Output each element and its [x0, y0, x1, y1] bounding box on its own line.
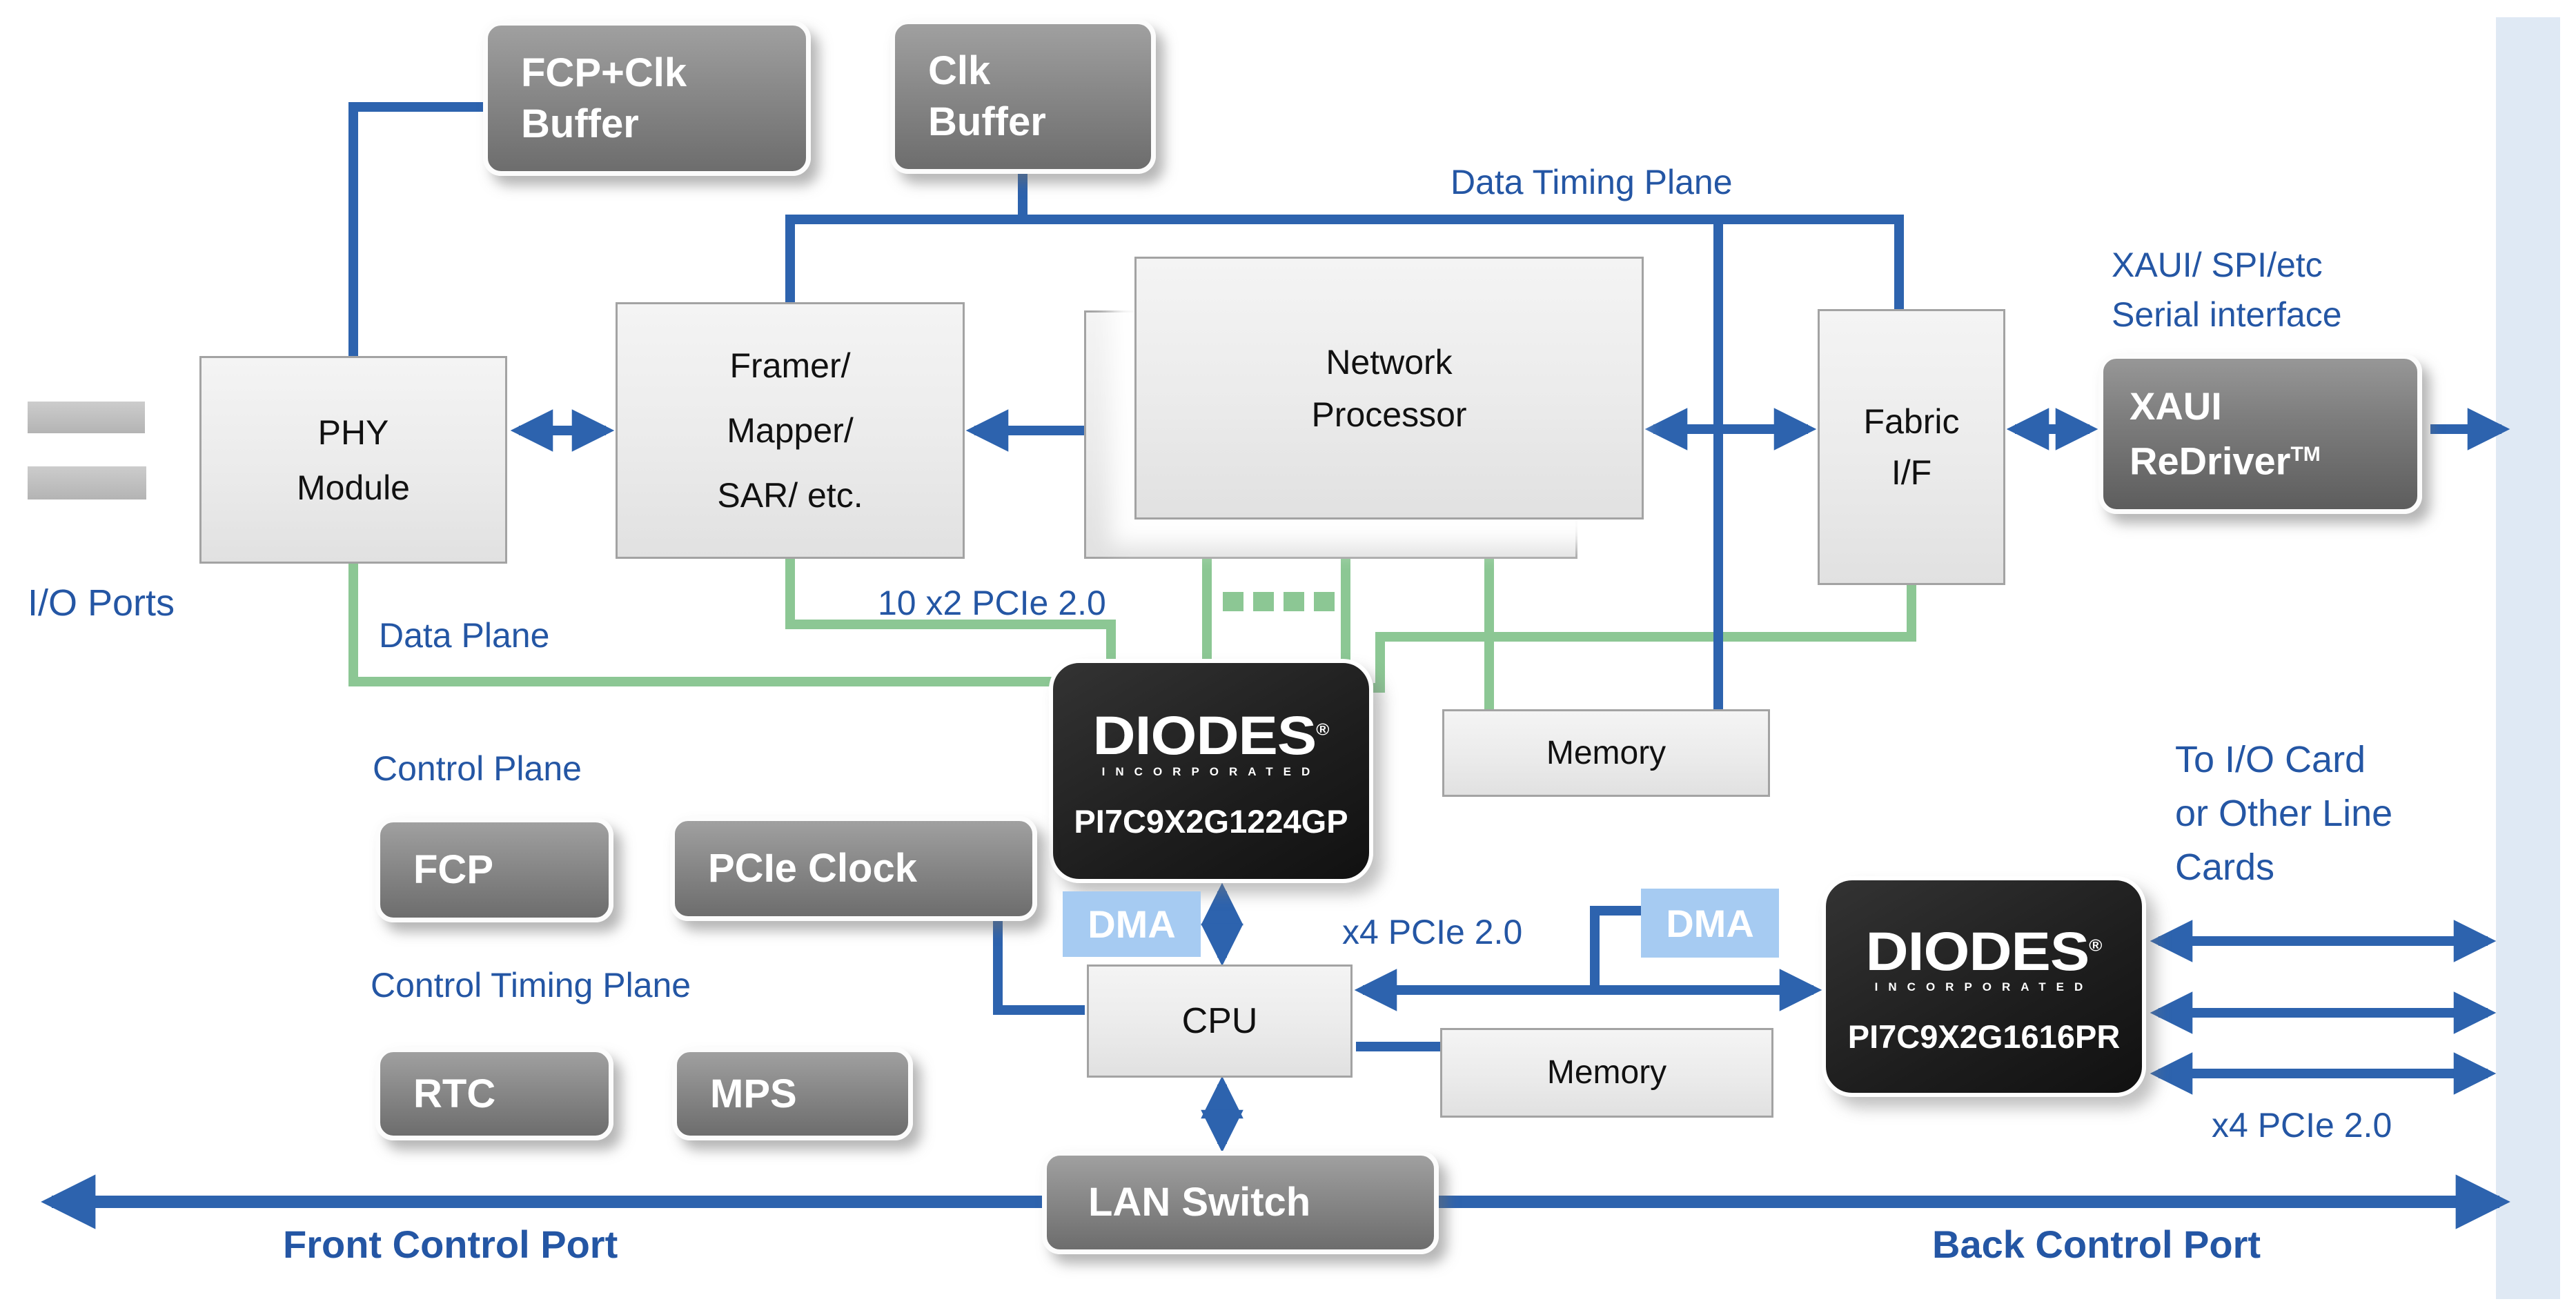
block-pcie-clock: PCIe Clock — [670, 816, 1037, 921]
block-label: FCP+Clk — [521, 50, 687, 95]
label-line: XAUI/ SPI/etc — [2112, 246, 2323, 284]
block-label: DMA — [1088, 902, 1176, 946]
label-serial-interface: XAUI/ SPI/etc Serial interface — [2112, 240, 2342, 339]
block-framer-mapper-sar: Framer/ Mapper/ SAR/ etc. — [616, 302, 965, 559]
label-line: To I/O Card — [2175, 739, 2366, 780]
label-line: Cards — [2175, 847, 2275, 888]
wire-pcieclock-cpu — [993, 920, 1085, 1015]
block-fcp-clk-buffer: FCP+Clk Buffer — [483, 21, 811, 176]
label-front-control-port: Front Control Port — [283, 1223, 618, 1266]
wire-phy-fcpclk — [348, 102, 484, 359]
diodes-logo: DIODES® — [1865, 920, 2103, 982]
block-label: ReDriverTM — [2130, 439, 2321, 483]
block-clk-buffer: Clk Buffer — [890, 19, 1156, 174]
io-port-bar — [28, 466, 146, 499]
wire-phy-dataplane — [348, 561, 1052, 686]
block-label: Memory — [1546, 1054, 1667, 1091]
block-xaui-redriver: XAUI ReDriverTM — [2098, 354, 2422, 514]
block-label: I/F — [1891, 453, 1932, 492]
label-io-ports: I/O Ports — [28, 582, 175, 624]
block-label: CPU — [1181, 1001, 1258, 1041]
block-label: PCIe Clock — [708, 846, 917, 891]
block-label: Fabric — [1863, 402, 1960, 441]
label-data-timing-plane: Data Timing Plane — [1451, 163, 1733, 201]
block-mps: MPS — [672, 1047, 913, 1140]
diodes-logo: DIODES® — [1092, 705, 1330, 766]
block-label: Mapper/ — [727, 411, 854, 450]
label-x4-pcie-mid: x4 PCIe 2.0 — [1342, 913, 1523, 951]
block-label: MPS — [710, 1071, 797, 1116]
block-label: LAN Switch — [1088, 1180, 1311, 1225]
diodes-incorporated-text: INCORPORATED — [1874, 980, 2094, 994]
block-label: Memory — [1546, 734, 1666, 771]
chip-pcie-switch-1: DIODES® INCORPORATED PI7C9X2G1224GP — [1049, 659, 1373, 883]
label-x4-pcie-right: x4 PCIe 2.0 — [2212, 1106, 2392, 1145]
block-label: Processor — [1311, 395, 1467, 434]
block-label: Framer/ — [729, 346, 851, 385]
block-dma-right: DMA — [1641, 889, 1779, 958]
label-data-plane: Data Plane — [379, 616, 550, 655]
label-line: Serial interface — [2112, 295, 2342, 334]
wire-framer-dataplane — [785, 557, 1116, 661]
chip-pcie-switch-2: DIODES® INCORPORATED PI7C9X2G1616PR — [1822, 876, 2146, 1097]
block-label: RTC — [413, 1071, 496, 1116]
trademark-symbol: TM — [2290, 443, 2321, 466]
block-label: Buffer — [521, 101, 639, 146]
wire-dma2-elbow — [1590, 906, 1641, 990]
lane-ellipsis-dashes — [1223, 592, 1335, 611]
block-network-processor: Network Processor — [1134, 257, 1644, 520]
label-control-timing-plane: Control Timing Plane — [371, 966, 691, 1005]
block-dma-left: DMA — [1063, 891, 1201, 957]
io-port-bar — [28, 402, 145, 433]
block-cpu: CPU — [1087, 964, 1353, 1078]
block-lan-switch: LAN Switch — [1042, 1151, 1439, 1254]
block-memory-top: Memory — [1442, 709, 1770, 797]
part-number: PI7C9X2G1224GP — [1074, 802, 1348, 840]
block-label: Buffer — [928, 99, 1046, 144]
part-number: PI7C9X2G1616PR — [1847, 1018, 2121, 1056]
label-10x2-pcie: 10 x2 PCIe 2.0 — [878, 584, 1106, 622]
wire-fabric-switch — [1373, 584, 1916, 693]
registered-mark: ® — [2089, 936, 2103, 955]
block-label: PHY — [317, 413, 389, 452]
block-label: XAUI — [2130, 384, 2222, 428]
block-label: Module — [297, 468, 410, 507]
block-label: Clk — [928, 48, 991, 93]
registered-mark: ® — [1316, 720, 1330, 740]
block-memory-bottom: Memory — [1440, 1028, 1773, 1118]
wire-data-timing-plane — [785, 215, 1904, 312]
backplane-band — [2496, 17, 2560, 1299]
block-label: DMA — [1666, 901, 1754, 945]
label-control-plane: Control Plane — [373, 749, 582, 788]
block-fcp: FCP — [375, 818, 613, 922]
label-to-io-card: To I/O Card or Other Line Cards — [2175, 733, 2392, 894]
block-label: FCP — [413, 847, 493, 892]
block-label: Network — [1326, 342, 1453, 382]
diodes-incorporated-text: INCORPORATED — [1101, 764, 1321, 778]
block-label: SAR/ etc. — [717, 476, 863, 515]
label-line: or Other Line — [2175, 793, 2393, 834]
block-phy-module: PHY Module — [199, 356, 507, 564]
block-rtc: RTC — [375, 1047, 613, 1140]
block-fabric-if: Fabric I/F — [1818, 309, 2005, 585]
label-back-control-port: Back Control Port — [1932, 1223, 2261, 1266]
